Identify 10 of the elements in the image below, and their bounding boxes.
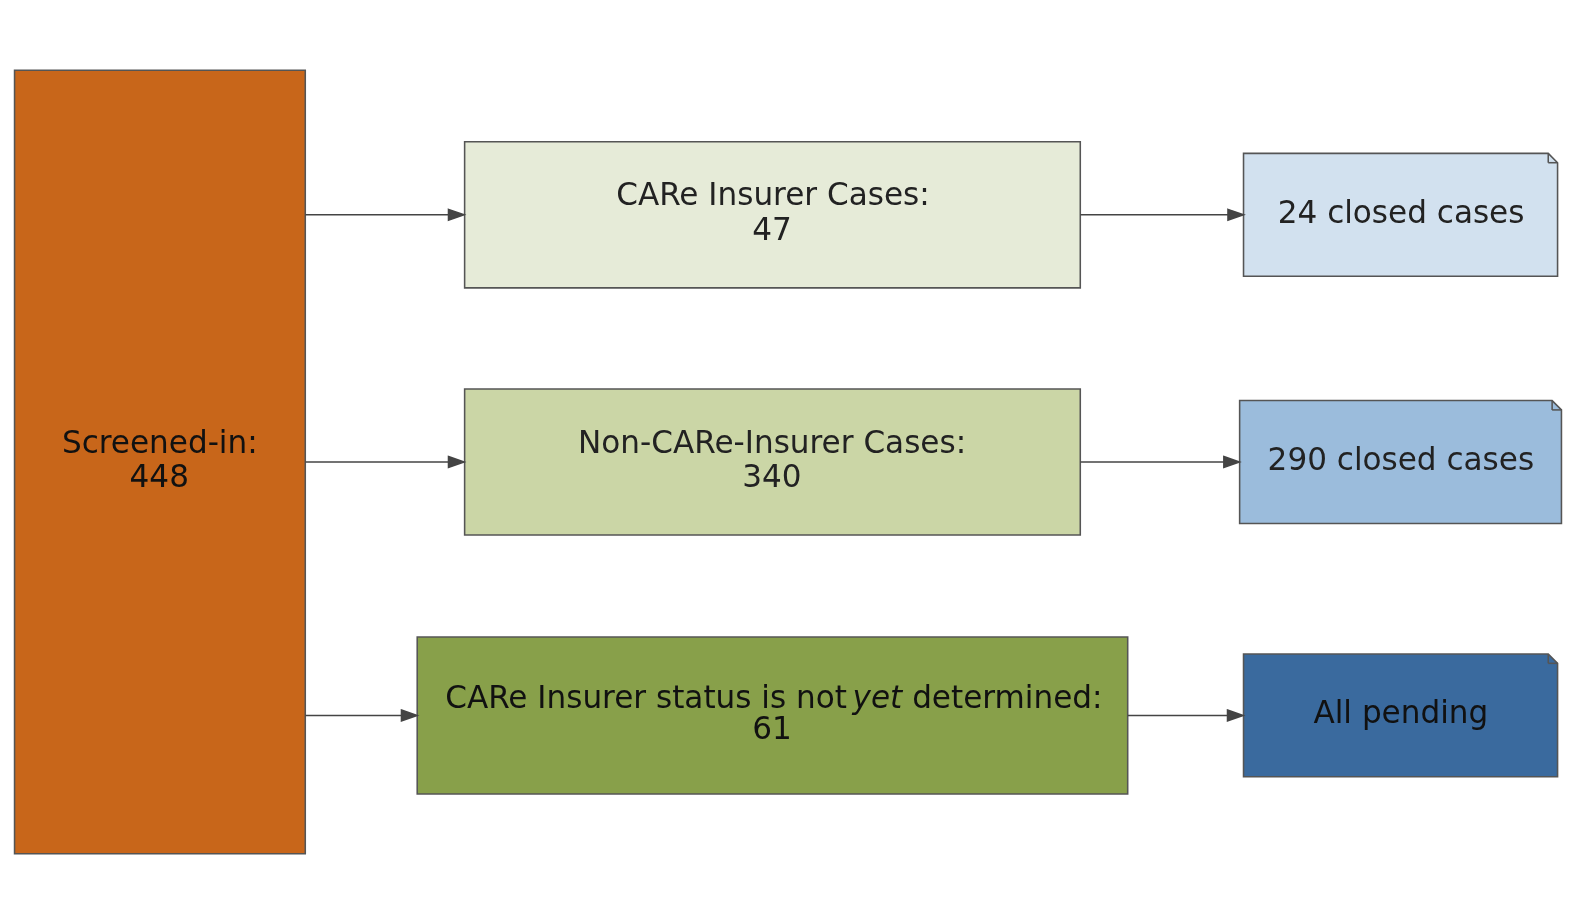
arrow [1079,208,1246,222]
arrow [1079,455,1242,469]
arrow [304,708,420,722]
node-box: CARe Insurer status is not yet determined: 61 [416,636,1129,795]
node-box: Screened-in: 448 [13,69,307,855]
node-box: Non-CARe-Insurer Cases: 340 [463,388,1082,536]
arrow [1127,708,1246,722]
arrow [304,455,467,469]
arrow [304,208,467,222]
node-box: CARe Insurer Cases: 47 [463,140,1082,289]
